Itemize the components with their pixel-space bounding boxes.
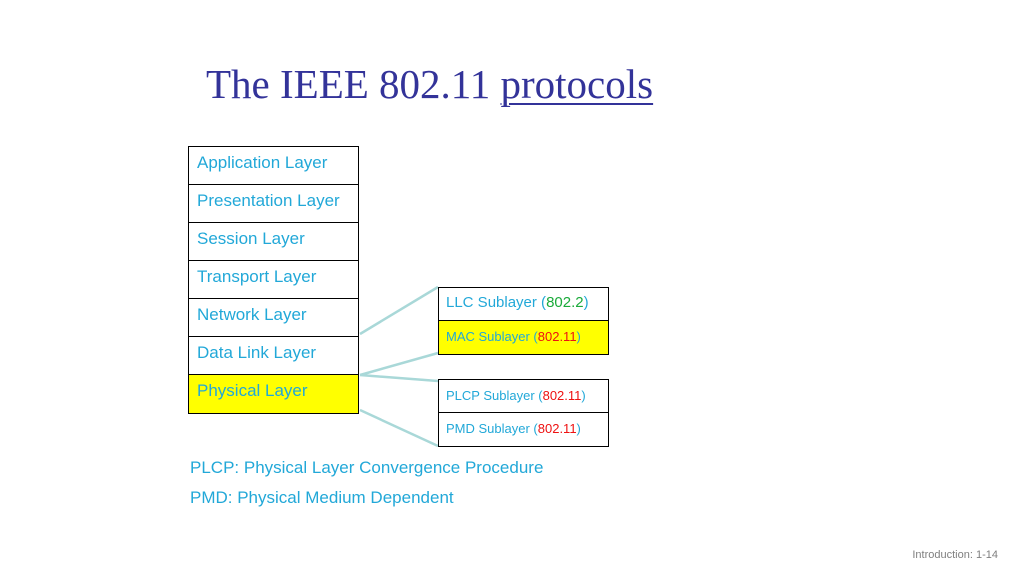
layer-application: Application Layer [189, 147, 358, 185]
layer-presentation: Presentation Layer [189, 185, 358, 223]
sublayer-mac-std: 802.11 [537, 329, 577, 344]
osi-layer-stack: Application Layer Presentation Layer Ses… [188, 146, 359, 414]
sublayer-mac-close: ) [576, 329, 581, 344]
sublayer-pmd-std: 802.11 [537, 421, 577, 436]
layer-session: Session Layer [189, 223, 358, 261]
sublayer-pmd: PMD Sublayer (802.11) [439, 413, 608, 446]
legend-plcp: PLCP: Physical Layer Convergence Procedu… [190, 458, 544, 477]
sublayer-pmd-close: ) [576, 421, 581, 436]
connector-datalink-top [359, 285, 439, 336]
layer-data-link: Data Link Layer [189, 337, 358, 375]
sublayer-plcp-close: ) [581, 388, 586, 403]
sublayer-plcp-name: PLCP Sublayer ( [446, 388, 543, 403]
sublayer-pmd-name: PMD Sublayer ( [446, 421, 538, 436]
sublayer-llc: LLC Sublayer (802.2) [439, 288, 608, 321]
layer-network: Network Layer [189, 299, 358, 337]
sublayer-llc-close: ) [583, 294, 589, 311]
sublayer-plcp-std: 802.11 [542, 388, 582, 403]
connector-physical-top [359, 373, 439, 383]
slide-title: The IEEE 802.11 protocols [206, 58, 653, 110]
layer-physical: Physical Layer [189, 375, 358, 413]
title-text: The IEEE 802.11 [206, 61, 501, 107]
data-link-sublayers: LLC Sublayer (802.2) MAC Sublayer (802.1… [438, 287, 609, 355]
sublayer-mac: MAC Sublayer (802.11) [439, 321, 608, 354]
sublayer-plcp: PLCP Sublayer (802.11) [439, 380, 608, 413]
connector-physical-bottom [359, 408, 439, 448]
physical-sublayers: PLCP Sublayer (802.11) PMD Sublayer (802… [438, 379, 609, 447]
title-link[interactable]: protocols [500, 61, 654, 107]
sublayer-llc-std: 802.2 [546, 294, 584, 311]
sublayer-llc-name: LLC Sublayer ( [446, 294, 547, 311]
connector-datalink-bottom [359, 351, 439, 377]
layer-transport: Transport Layer [189, 261, 358, 299]
legend-pmd: PMD: Physical Medium Dependent [190, 488, 454, 507]
slide-footer: Introduction: 1-14 [912, 549, 998, 561]
sublayer-mac-name: MAC Sublayer ( [446, 329, 538, 344]
